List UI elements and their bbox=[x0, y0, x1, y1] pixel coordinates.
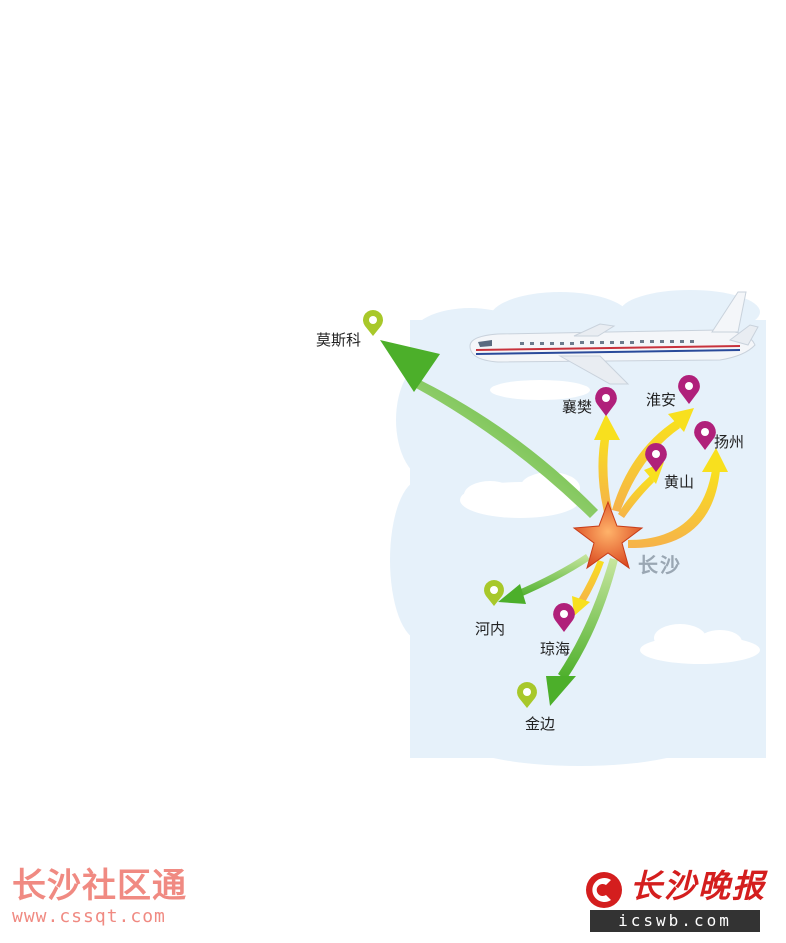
watermark-icswb-brand: 长沙晚报 bbox=[630, 867, 767, 905]
pin-huaian-icon bbox=[678, 375, 700, 404]
route-arrow-xiangfan bbox=[594, 414, 620, 512]
route-arrow-moscow bbox=[380, 340, 598, 518]
sky-background bbox=[390, 290, 766, 766]
pin-hanoi-icon bbox=[484, 580, 504, 606]
city-label-hanoi: 河内 bbox=[475, 620, 505, 638]
watermark-cssqt-title: 长沙社区通 bbox=[12, 866, 187, 906]
route-arrow-hanoi bbox=[498, 554, 590, 604]
city-label-qionghai: 琼海 bbox=[540, 640, 570, 658]
route-arrow-huaian bbox=[612, 408, 694, 512]
watermark-cssqt-url: www.cssqt.com bbox=[12, 906, 166, 927]
city-label-yangzhou: 扬州 bbox=[714, 433, 744, 451]
hub-star-icon bbox=[572, 500, 644, 570]
watermark-cssqt: 长沙社区通 www.cssqt.com bbox=[12, 868, 187, 927]
pin-huangshan-icon bbox=[645, 443, 667, 472]
hub-label: 长沙 bbox=[638, 553, 682, 577]
city-label-huaian: 淮安 bbox=[646, 391, 676, 409]
city-label-moscow: 莫斯科 bbox=[316, 331, 361, 349]
pin-yangzhou-icon bbox=[694, 421, 716, 450]
pin-xiangfan-icon bbox=[595, 387, 617, 416]
icswb-logo-icon bbox=[586, 872, 622, 908]
white-clouds bbox=[460, 380, 760, 664]
city-label-jinbian: 金边 bbox=[525, 715, 555, 733]
city-label-huangshan: 黄山 bbox=[664, 473, 694, 491]
pin-qionghai-icon bbox=[553, 603, 575, 632]
airplane-icon bbox=[469, 291, 759, 385]
pin-moscow-icon bbox=[363, 310, 383, 336]
route-arrow-qionghai bbox=[572, 560, 604, 616]
route-arrow-jinbian bbox=[546, 558, 618, 706]
route-arrow-yangzhou bbox=[628, 448, 728, 549]
city-label-xiangfan: 襄樊 bbox=[562, 398, 592, 416]
pin-jinbian-icon bbox=[517, 682, 537, 708]
watermark-icswb-url: icswb.com bbox=[590, 910, 760, 932]
watermark-icswb: 长沙晚报 icswb.com bbox=[584, 866, 778, 932]
